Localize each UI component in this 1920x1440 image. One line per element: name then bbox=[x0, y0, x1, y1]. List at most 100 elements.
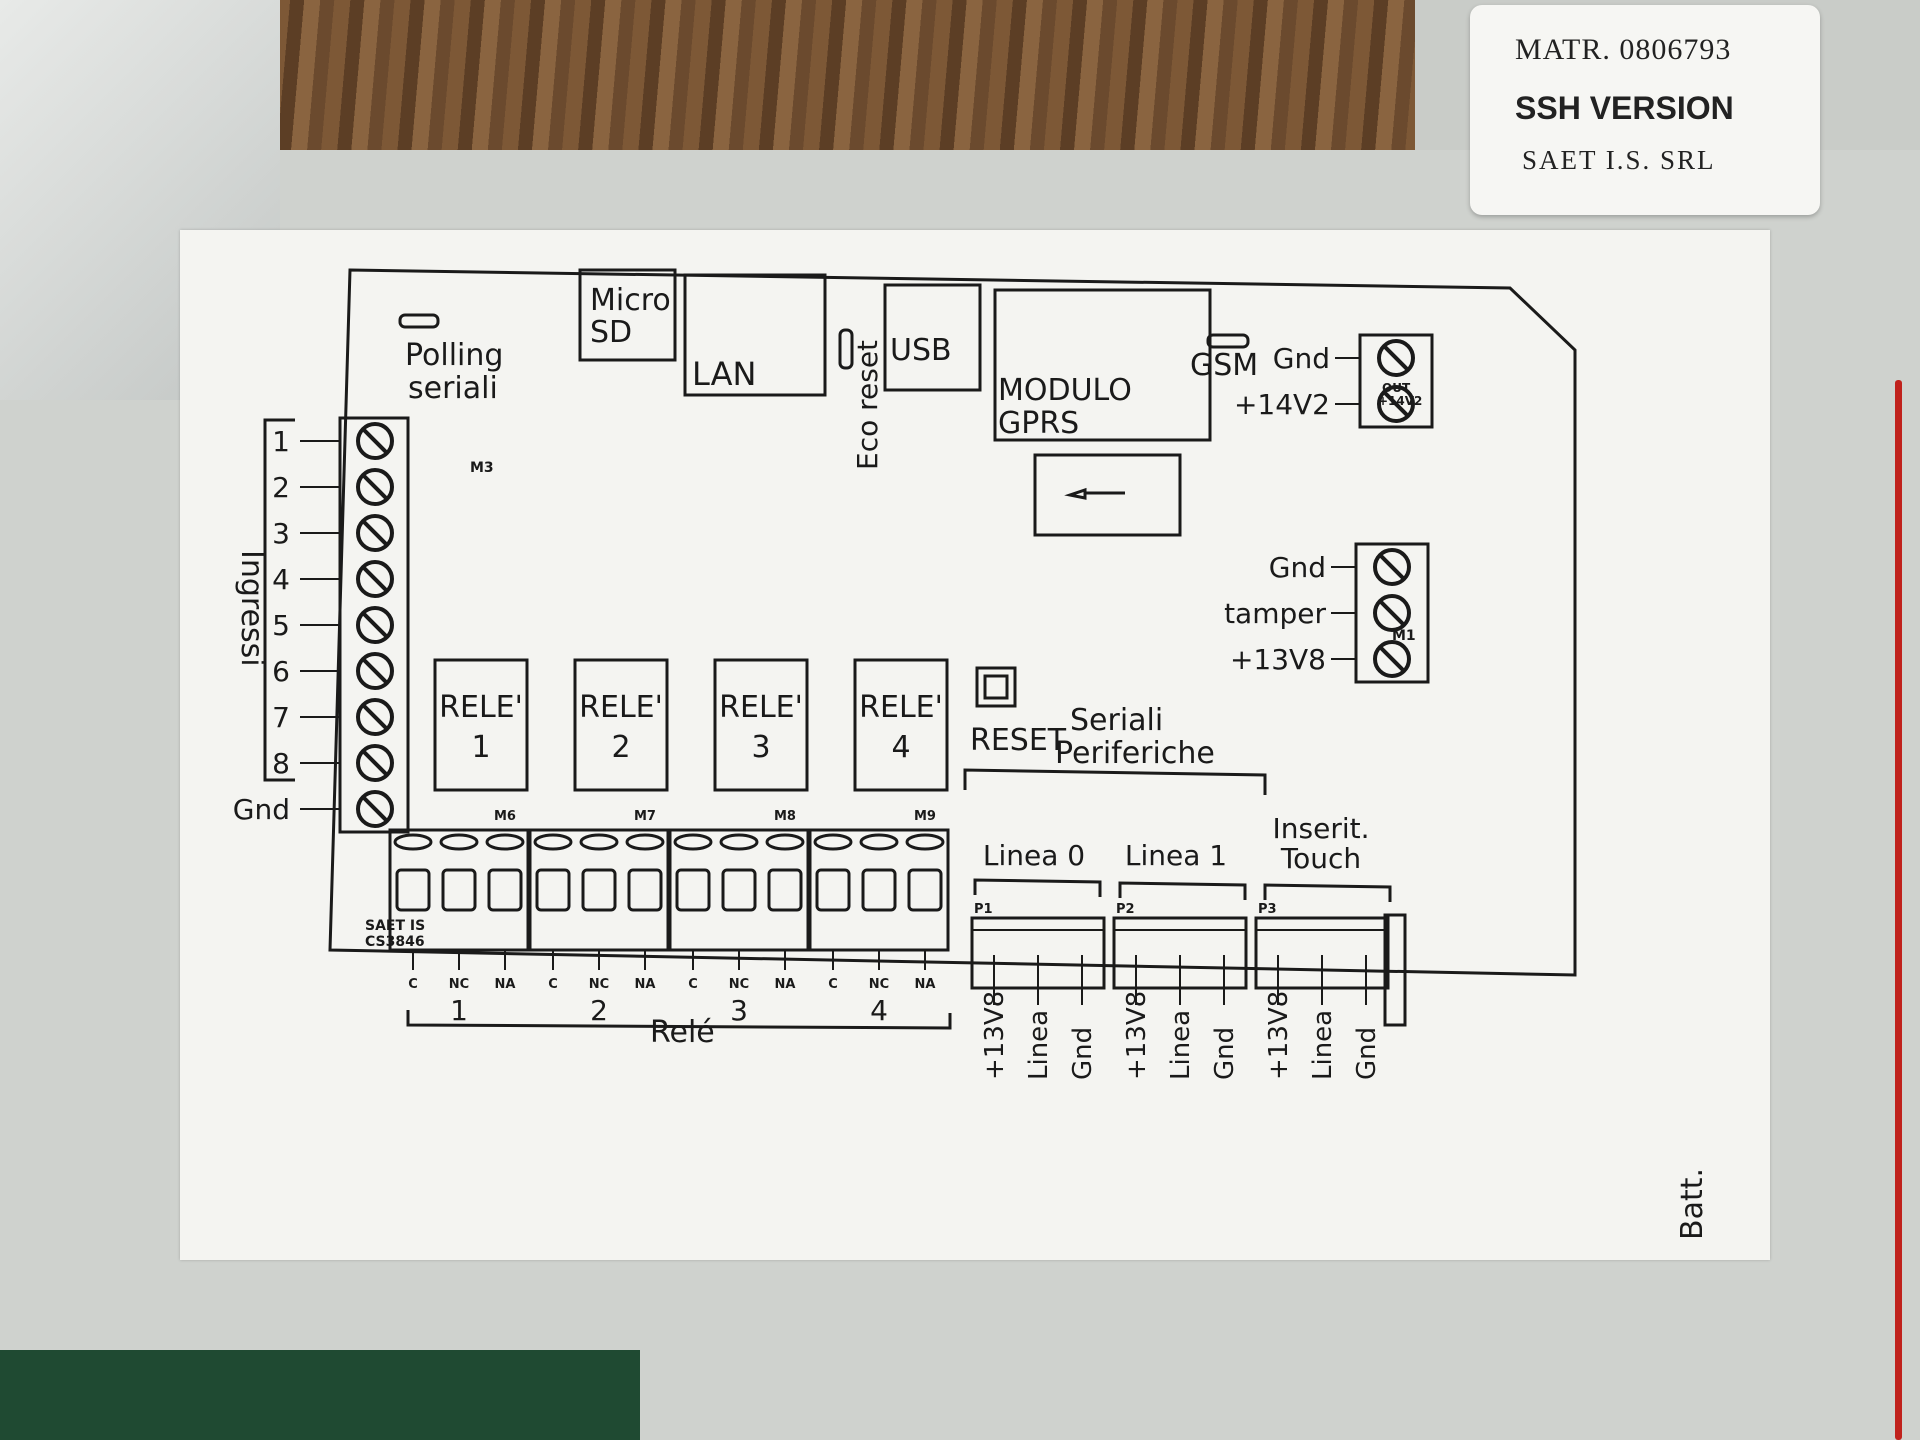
m1-label: M1 bbox=[1392, 628, 1416, 644]
m1-terminal-label: tamper bbox=[1224, 597, 1326, 630]
lan-port bbox=[683, 273, 827, 397]
port-pin-label: Gnd bbox=[1352, 1027, 1382, 1080]
saet-code-label-2: CS3846 bbox=[365, 934, 425, 950]
relay-contact-label: C bbox=[828, 977, 838, 992]
relay-wire-clamp bbox=[441, 868, 477, 912]
polling-label-2: seriali bbox=[408, 371, 498, 406]
m1-screw-terminal-slot bbox=[1378, 553, 1406, 581]
relay-contact-label: NA bbox=[775, 977, 796, 992]
microsd-label: Micro bbox=[590, 283, 671, 318]
relay-screw-top bbox=[859, 833, 899, 851]
port-id: P2 bbox=[1116, 902, 1135, 917]
port-id: P1 bbox=[974, 902, 993, 917]
input-screw-terminal bbox=[356, 560, 394, 598]
lan-label: LAN bbox=[692, 355, 756, 393]
m1-terminal-label: Gnd bbox=[1269, 551, 1326, 584]
relay-number: 4 bbox=[891, 730, 910, 765]
relay-wire-clamp bbox=[767, 868, 803, 912]
out-terminal-label: Gnd bbox=[1273, 342, 1330, 375]
gprs-label-2: GPRS bbox=[998, 406, 1079, 441]
input-screw-terminal bbox=[356, 468, 394, 506]
seriali-label: Seriali bbox=[1070, 703, 1163, 738]
out-screw-terminal-slot bbox=[1382, 390, 1410, 418]
reset-label: RESET bbox=[970, 723, 1067, 758]
microsd-label-2: SD bbox=[590, 315, 632, 350]
relay-contact-label: NC bbox=[449, 977, 469, 992]
relay-contact-label: NC bbox=[869, 977, 889, 992]
relay-group-number: 1 bbox=[450, 994, 468, 1027]
m1-screw-terminal-slot bbox=[1378, 645, 1406, 673]
gprs-label: MODULO bbox=[998, 373, 1132, 408]
port-pin-label: +13V8 bbox=[980, 991, 1010, 1080]
polling-label: Polling bbox=[405, 338, 503, 373]
relay-wire-clamp bbox=[815, 868, 851, 912]
relay-wire-clamp bbox=[535, 868, 571, 912]
m1-screw-terminal bbox=[1373, 594, 1411, 632]
out-screw-terminal bbox=[1377, 339, 1415, 377]
relay-box bbox=[433, 658, 529, 792]
input-screw-terminal-slot bbox=[361, 657, 389, 685]
relay-box bbox=[573, 658, 669, 792]
manufacturer-text: SAET I.S. SRL bbox=[1522, 145, 1716, 175]
usb-label: USB bbox=[890, 333, 952, 368]
relay-connector-id: M9 bbox=[914, 809, 936, 824]
green-circuit-board bbox=[0, 1350, 640, 1440]
port-pin-label: Linea bbox=[1308, 1010, 1338, 1080]
usb-port bbox=[883, 283, 982, 392]
relay-contact-label: C bbox=[548, 977, 558, 992]
input-screw-terminal bbox=[356, 698, 394, 736]
port-pin-label: +13V8 bbox=[1122, 991, 1152, 1080]
out-terminal-block bbox=[1358, 333, 1434, 429]
input-screw-terminal bbox=[356, 790, 394, 828]
reset-button-inner bbox=[983, 674, 1009, 700]
relay-connector-id: M8 bbox=[774, 809, 796, 824]
input-screw-terminal bbox=[356, 744, 394, 782]
input-screw-terminal bbox=[356, 422, 394, 460]
m3-label: M3 bbox=[470, 460, 494, 476]
relay-screw-top bbox=[393, 833, 433, 851]
port-pin-label: Gnd bbox=[1068, 1027, 1098, 1080]
m1-screw-terminal bbox=[1373, 640, 1411, 678]
relay-box bbox=[853, 658, 949, 792]
relay-number: 2 bbox=[611, 730, 630, 765]
gsm-led bbox=[1206, 333, 1250, 349]
relay-screw-top bbox=[719, 833, 759, 851]
eco-reset-led bbox=[838, 328, 854, 370]
red-wire bbox=[1895, 380, 1902, 1440]
port-pin-label: Linea bbox=[1024, 1010, 1054, 1080]
input-screw-terminal-slot bbox=[361, 427, 389, 455]
relay-screw-top bbox=[485, 833, 525, 851]
saet-code-label: SAET IS bbox=[365, 918, 425, 934]
port-pin-label: +13V8 bbox=[1264, 991, 1294, 1080]
m1-screw-terminal-slot bbox=[1378, 599, 1406, 627]
relay-contact-label: NA bbox=[495, 977, 516, 992]
relay-wire-clamp bbox=[675, 868, 711, 912]
port-title: Linea 0 bbox=[983, 839, 1085, 872]
relay-contact-label: C bbox=[408, 977, 418, 992]
serial-label: MATR. 0806793 SSH VERSION SAET I.S. SRL bbox=[1470, 5, 1820, 215]
port-title: Linea 1 bbox=[1125, 839, 1227, 872]
relay-screw-top bbox=[625, 833, 665, 851]
input-label: 4 bbox=[272, 563, 290, 596]
input-screw-terminal bbox=[356, 514, 394, 552]
relay-group-number: 4 bbox=[870, 994, 888, 1027]
input-label: 7 bbox=[272, 701, 290, 734]
relay-wire-clamp bbox=[721, 868, 757, 912]
port-pin-label: Linea bbox=[1166, 1010, 1196, 1080]
port-title-2: Touch bbox=[1280, 842, 1361, 875]
relay-screw-top bbox=[439, 833, 479, 851]
input-screw-terminal-slot bbox=[361, 565, 389, 593]
batt-label: Batt. bbox=[1675, 1168, 1710, 1240]
relay-title: RELE' bbox=[579, 690, 663, 725]
input-label: 3 bbox=[272, 517, 290, 550]
relay-group-number: 3 bbox=[730, 994, 748, 1027]
serial-number: MATR. 0806793 bbox=[1515, 33, 1732, 66]
ingressi-label: Ingressi bbox=[234, 550, 269, 667]
relay-screw-top bbox=[765, 833, 805, 851]
sim-slot bbox=[1033, 453, 1182, 537]
out-screw-terminal bbox=[1377, 385, 1415, 423]
input-label: 6 bbox=[272, 655, 290, 688]
relay-screw-top bbox=[905, 833, 945, 851]
gsm-label: GSM bbox=[1190, 348, 1258, 383]
